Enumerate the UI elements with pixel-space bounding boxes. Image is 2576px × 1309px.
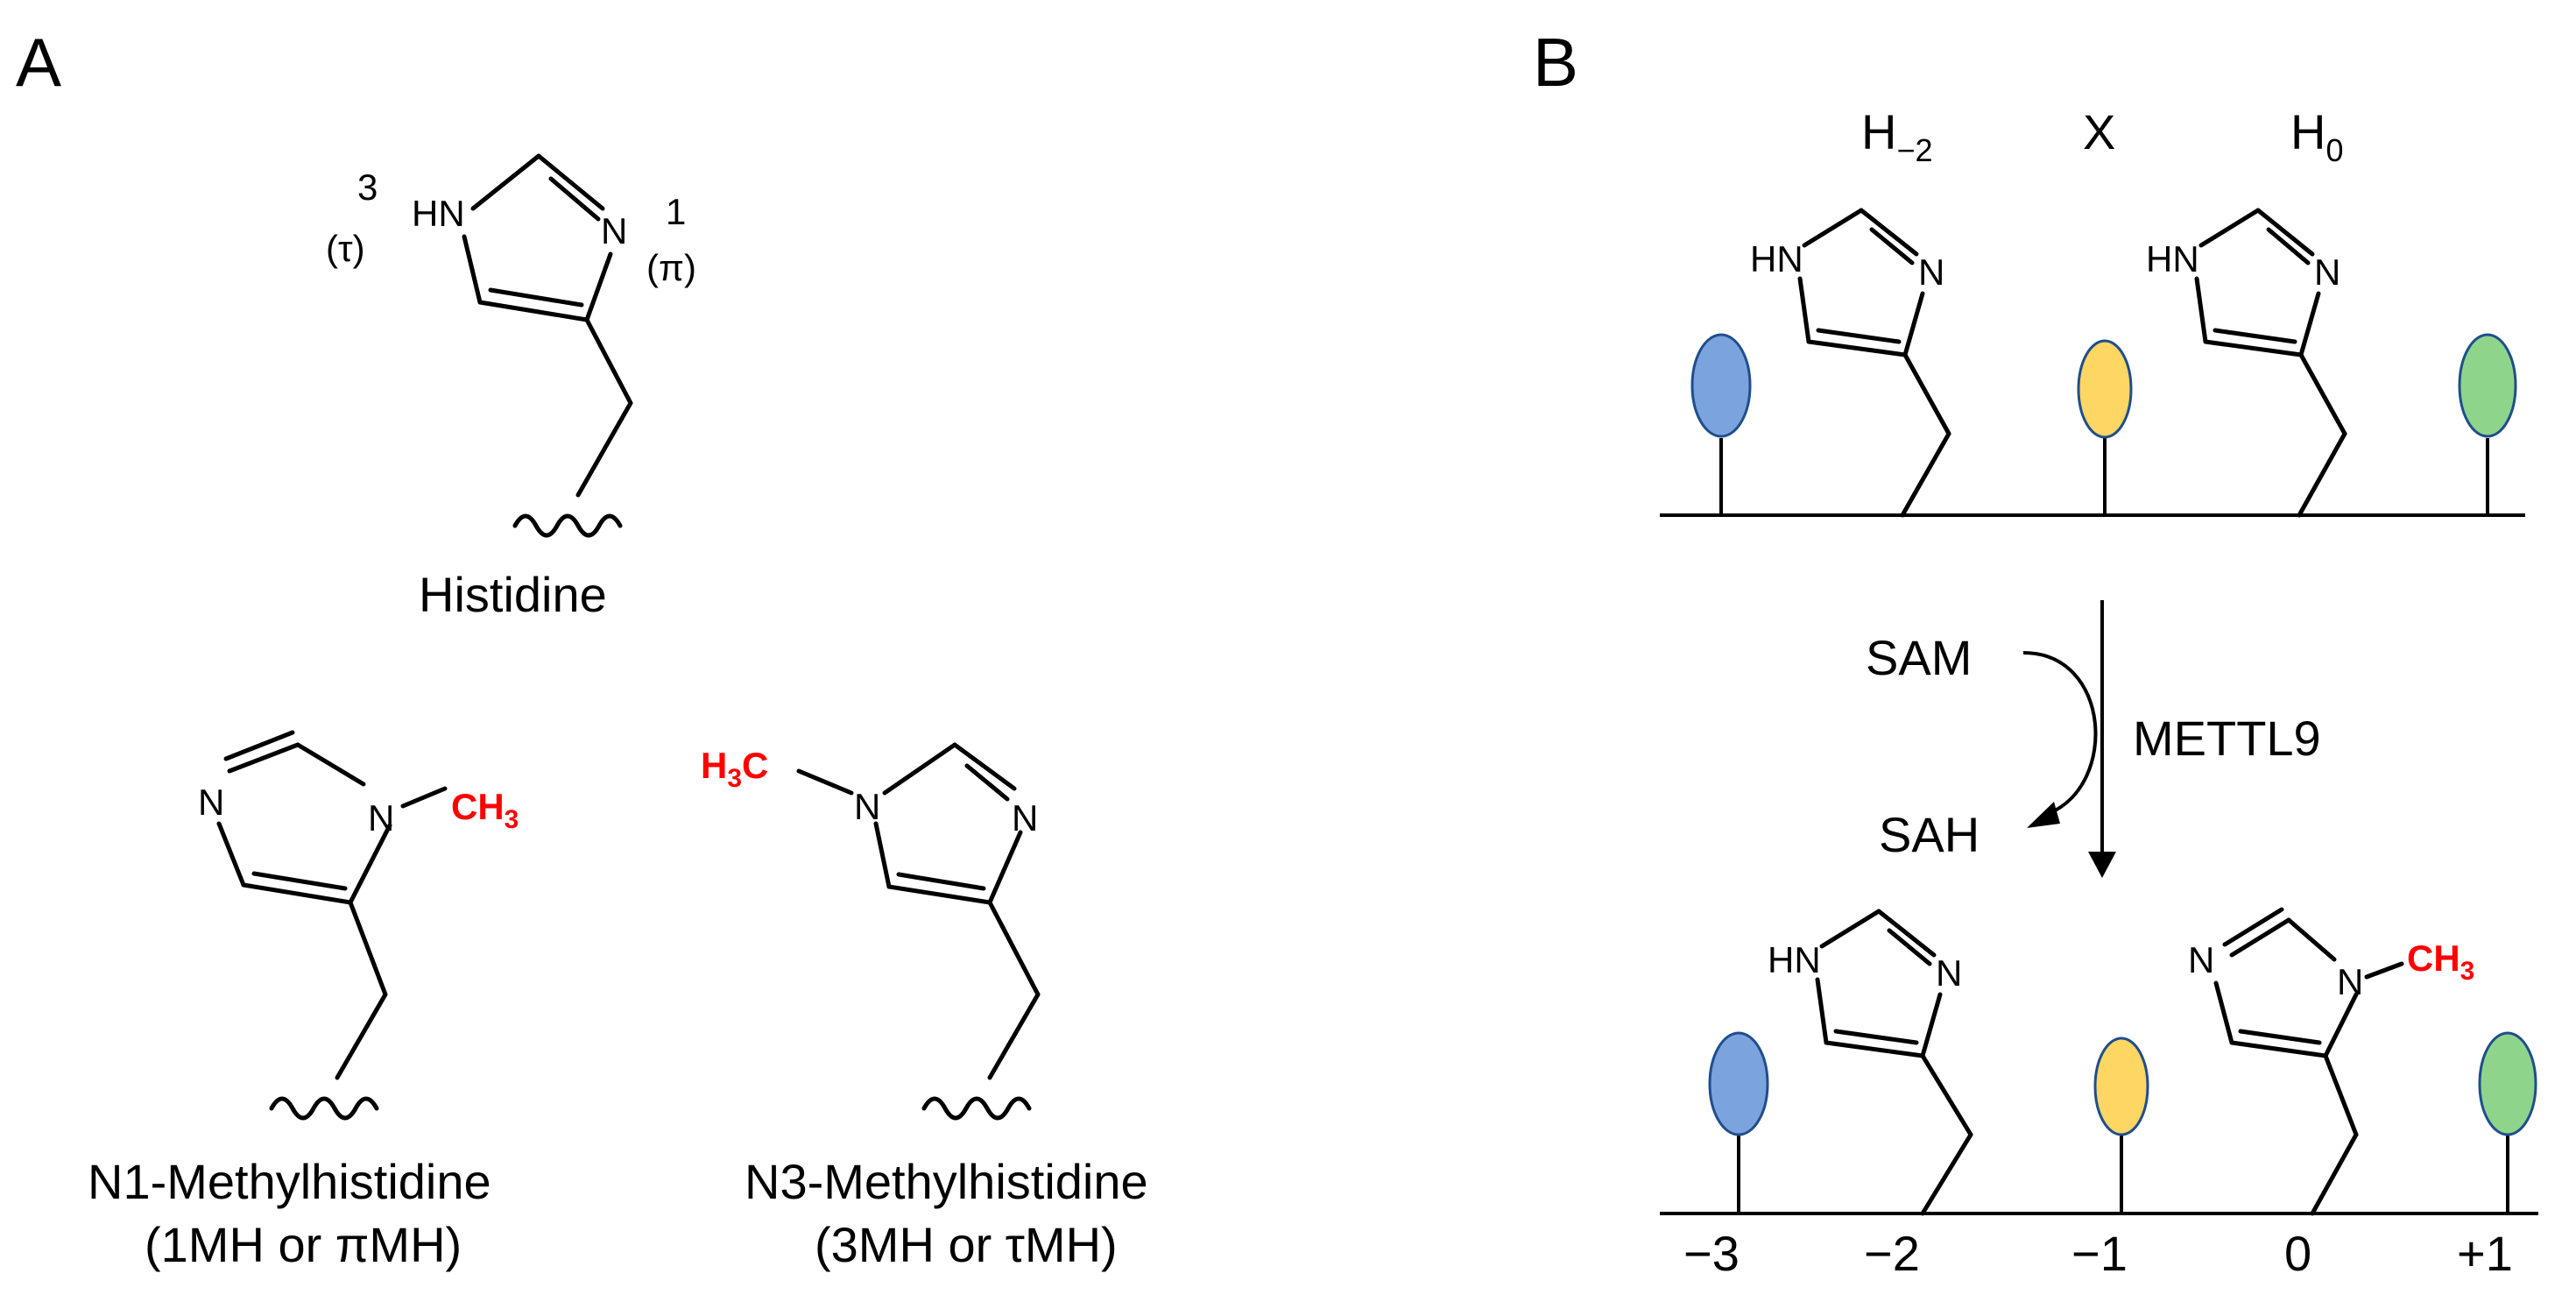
enzyme-label: METTL9 — [2133, 711, 2321, 766]
his-0-top-n: N — [2314, 251, 2340, 293]
position-label: +1 — [2457, 1226, 2513, 1281]
tau-symbol: (τ) — [326, 228, 365, 269]
residue-minus3-top — [1690, 333, 1752, 438]
sah-arrow-head — [2027, 802, 2060, 828]
label-h-minus2: H−2 — [1861, 104, 1933, 168]
position-label: 0 — [2284, 1226, 2311, 1281]
residue-minus1-top — [2077, 339, 2133, 439]
panel-b-letter: B — [1533, 24, 1578, 101]
position-label: −2 — [1864, 1226, 1920, 1281]
n3-right-n-atom: N — [1012, 797, 1038, 838]
n1-methylhistidine-name: N1-Methylhistidine — [88, 1154, 491, 1209]
histidine-n-atom: N — [601, 210, 627, 251]
pi-symbol: (π) — [646, 247, 696, 288]
residue-minus1-bottom — [2093, 1037, 2149, 1136]
n1-methyl-group: CH3 — [451, 786, 519, 834]
histidine-name: Histidine — [419, 567, 607, 622]
position-label: −3 — [1683, 1226, 1740, 1281]
n3-left-n-atom: N — [854, 786, 880, 827]
position-labels: −3 −2 −1 0 +1 — [1683, 1226, 2513, 1281]
n3-methylhistidine-alias: (3MH or τMH) — [815, 1217, 1118, 1272]
his-minus2-bottom-n: N — [1936, 952, 1962, 994]
residue-plus1-top — [2458, 333, 2517, 438]
n3-methylhistidine-name: N3-Methylhistidine — [745, 1154, 1148, 1209]
label-h0: H0 — [2290, 104, 2343, 168]
position-label: −1 — [2071, 1226, 2128, 1281]
sah-label: SAH — [1879, 807, 1980, 862]
peptide-top: HN N HN N — [1660, 208, 2525, 518]
his-0-top-hn: HN — [2146, 238, 2199, 279]
reaction-arrow-group: SAM SAH METTL9 — [1866, 600, 2321, 878]
n3-methylhistidine-structure: H3C N N N3-Methylhistidine (3MH or τMH) — [701, 742, 1148, 1272]
n1-methylhistidine-alias: (1MH or πMH) — [145, 1217, 462, 1272]
his-0-bottom-left-n: N — [2188, 939, 2214, 980]
residue-plus1-bottom — [2478, 1031, 2537, 1136]
pi-number: 1 — [666, 191, 686, 232]
tau-number: 3 — [357, 166, 378, 208]
histidine-hn-atom: HN — [412, 193, 465, 234]
his-0-bottom-methyl: CH3 — [2407, 938, 2474, 986]
his-0-bottom-right-n: N — [2337, 961, 2363, 1002]
n1-left-n-atom: N — [198, 782, 224, 823]
his-minus2-top-n: N — [1918, 251, 1944, 293]
reaction-arrow-head — [2088, 852, 2116, 878]
peptide-bottom: HN N N N CH3 — [1660, 907, 2538, 1216]
histidine-structure: HN N 3 (τ) 1 (π) Histidine — [326, 153, 696, 622]
n1-right-n-atom: N — [368, 797, 394, 838]
panel-a-letter: A — [16, 24, 61, 101]
n1-methylhistidine-structure: N N CH3 N1-Methylhistidine (1MH or πMH) — [88, 730, 519, 1272]
his-minus2-top-hn: HN — [1750, 238, 1803, 279]
n3-methyl-group: H3C — [701, 745, 768, 793]
sam-label: SAM — [1866, 630, 1972, 685]
his-minus2-bottom-hn: HN — [1768, 939, 1821, 980]
label-x: X — [2083, 104, 2115, 159]
residue-minus3-bottom — [1708, 1031, 1769, 1136]
